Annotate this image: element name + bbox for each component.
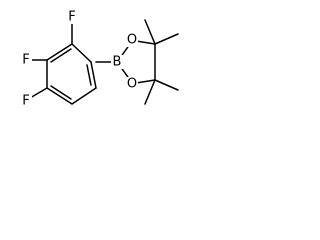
double-bond-c6-c1: [86, 64, 92, 86]
methyl-top-up: [144, 19, 156, 45]
bond-c2-c3: [46, 43, 73, 61]
oxygen-bottom-label-bg: [126, 77, 138, 91]
fluorine-top-label: F: [68, 10, 75, 25]
boron-label: B: [113, 55, 122, 70]
bond-c1-c2: [71, 43, 92, 63]
fluorine-left-label: F: [22, 53, 29, 68]
molecule-structure: F F F B O O: [20, 10, 179, 109]
methyl-top-right: [154, 33, 179, 45]
bond-c4-c5: [46, 87, 73, 105]
bond-c6-c1: [90, 61, 97, 89]
bond-c5-c6: [71, 87, 97, 105]
oxygen-top-label: O: [127, 33, 137, 48]
fluorine-bottom-label: F: [22, 94, 29, 109]
oxygen-top-label-bg: [126, 33, 138, 47]
benzene-ring: [46, 43, 97, 105]
methyl-bottom-down: [144, 79, 156, 105]
dioxaborolane-ring: [95, 40, 156, 84]
f-bottom-label-bg: [20, 94, 32, 108]
bond-to-f-bottom: [29, 87, 48, 99]
fluorine-bonds: [29, 21, 73, 99]
f-top-label-bg: [66, 10, 78, 24]
methyl-bottom-right: [154, 79, 179, 91]
bond-oxygen-bottom-carbon: [135, 79, 156, 84]
f-left-label-bg: [20, 53, 32, 67]
methyl-groups: [144, 19, 179, 105]
boron-label-bg: [111, 55, 123, 69]
bond-oxygen-top-carbon: [135, 40, 156, 45]
double-bond-c2-c3: [50, 48, 72, 63]
atom-labels: F F F B O O: [20, 10, 138, 109]
structure-canvas: F F F B O O: [0, 0, 200, 138]
double-bond-c4-c5: [50, 85, 72, 100]
oxygen-bottom-label: O: [127, 77, 137, 92]
